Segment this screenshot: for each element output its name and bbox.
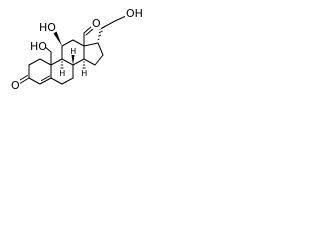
bond-c9-c10	[50, 58, 63, 66]
bond-c10-c1	[39, 58, 52, 66]
bond-c17-c13	[83, 42, 99, 47]
c11-hydroxyl-label: HO	[39, 21, 56, 34]
ring-a	[28, 58, 52, 85]
hash-c9-h	[60, 61, 64, 69]
bond-c1-c2	[28, 58, 41, 66]
bond-c6-c7	[61, 77, 74, 85]
stereo-h-c8: H	[70, 47, 76, 65]
ring-d	[83, 42, 104, 66]
bond-c16-c17	[97, 42, 104, 56]
bond-c3-c4	[28, 77, 41, 85]
c11-hydroxyl	[53, 31, 62, 46]
bond-c8-c9	[61, 58, 74, 66]
bond-c15-c16	[94, 54, 104, 66]
ketone-oxygen-label: O	[11, 79, 20, 92]
bond-c4-c5	[39, 77, 52, 85]
hydroxymethyl-oh-label: HO	[30, 40, 47, 53]
bond-c14-c15	[83, 58, 96, 66]
h-label-c9: H	[59, 69, 65, 78]
bond-c4-c5-double	[41, 75, 50, 81]
bond-c3-o	[18, 77, 30, 85]
stereo-h-c14: H	[81, 61, 87, 78]
bond-c14-c8	[72, 58, 85, 66]
stereo-h-c9: H	[59, 61, 65, 78]
hydroxyethyl-side-chain	[97, 15, 127, 41]
aldehyde-group	[83, 25, 95, 47]
ring-c	[61, 39, 85, 66]
h-label-c14: H	[81, 69, 87, 78]
wedge-c11-oh	[53, 31, 62, 46]
bond-c20-c21	[101, 20, 116, 29]
wedge-c8-h	[71, 55, 75, 65]
aldehyde-oxygen-label: O	[92, 17, 101, 30]
bond-c11-c12	[61, 39, 74, 47]
bond-c12-c13	[72, 39, 85, 47]
ring-b	[50, 58, 74, 85]
side-chain-oh-label: OH	[126, 7, 143, 20]
bond-c21-o	[114, 15, 127, 22]
h-label-c8: H	[70, 47, 76, 56]
bond-c18-o-double	[85, 27, 95, 36]
bond-c18-o	[83, 25, 93, 34]
bond-c5-c6	[50, 77, 63, 85]
hash-c14-h	[82, 61, 86, 69]
steroid-structure-diagram: H H H O HO HO O OH	[10, 7, 143, 92]
